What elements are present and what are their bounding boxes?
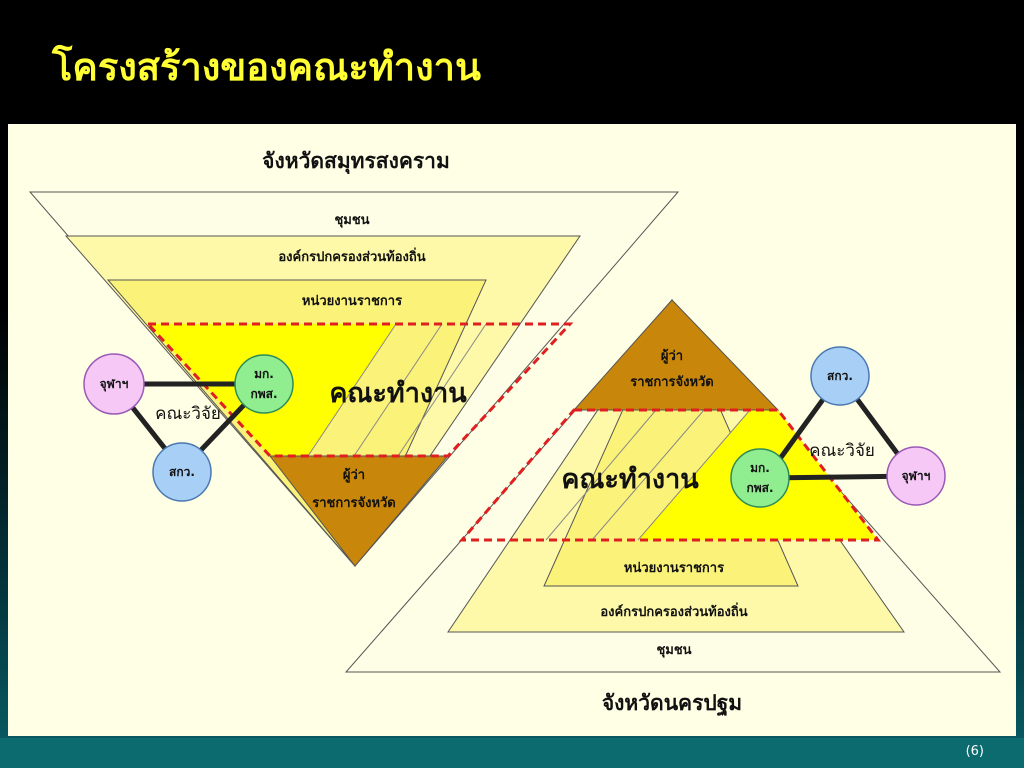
left-working-group-label: คณะทำงาน: [329, 378, 467, 409]
right-layer-agency-label: หน่วยงานราชการ: [624, 561, 724, 576]
right-node-skw-label: สกว.: [827, 369, 853, 383]
left-stripe-line: [397, 323, 487, 457]
left-node-mk: [234, 354, 294, 414]
footer-bar: [0, 738, 1024, 768]
right-layer-local-gov-label: องค์กรปกครองส่วนท้องถิ่น: [600, 602, 747, 620]
right-research-team-label: คณะวิจัย: [809, 441, 875, 461]
left-stripe-line: [353, 323, 443, 457]
left-node-mk-label-2: กพส.: [250, 387, 277, 401]
left-province-label: จังหวัดสมุทรสงคราม: [262, 148, 450, 175]
page-number: (6): [965, 744, 984, 759]
left-working-group-frame: [144, 322, 574, 458]
left-layer-local-gov-label: องค์กรปกครองส่วนท้องถิ่น: [278, 247, 425, 265]
left-node-skw-label: สกว.: [169, 465, 195, 479]
left-governor-label-2: ราชการจังหวัด: [312, 496, 396, 511]
right-node-mk: [730, 448, 790, 508]
right-node-skw: [810, 346, 870, 406]
right-node-chula: [886, 446, 946, 506]
right-node-mk-label-2: กพส.: [746, 481, 773, 495]
right-layer-community-label: ชุมชน: [656, 643, 691, 658]
slide-title: โครงสร้างของคณะทำงาน: [52, 44, 481, 89]
left-node-mk-label-1: มก.: [254, 367, 274, 381]
right-working-group-frame: [458, 408, 882, 542]
left-layer-community-label: ชุมชน: [334, 213, 369, 228]
left-research-network: คณะวิจัย จุฬาฯ มก. กพส. สกว.: [83, 353, 294, 502]
right-province-label: จังหวัดนครปฐม: [602, 690, 742, 717]
right-research-network: คณะวิจัย สกว. มก. กพส. จุฬาฯ: [730, 346, 946, 508]
left-stripe-line: [307, 323, 397, 457]
right-working-group-label: คณะทำงาน: [561, 464, 699, 495]
right-governor-label-1: ผู้ว่า: [661, 348, 683, 364]
left-research-team-label: คณะวิจัย: [155, 404, 221, 424]
right-node-chula-label: จุฬาฯ: [902, 469, 931, 484]
right-stripe-line: [545, 409, 657, 541]
left-governor-label-1: ผู้ว่า: [343, 467, 365, 483]
right-governor-label-2: ราชการจังหวัด: [630, 375, 714, 390]
right-stripe-line: [591, 409, 705, 541]
right-governor-shape: [572, 299, 780, 411]
right-node-mk-label-1: มก.: [750, 461, 770, 475]
structure-diagram: ชุมชน องค์กรปกครองส่วนท้องถิ่น หน่วยงานร…: [28, 148, 1002, 717]
right-stripe-line: [637, 409, 751, 541]
left-node-skw: [152, 442, 212, 502]
left-node-chula: [83, 353, 145, 415]
left-node-chula-label: จุฬาฯ: [100, 377, 129, 392]
left-pyramid: ชุมชน องค์กรปกครองส่วนท้องถิ่น หน่วยงานร…: [28, 191, 680, 567]
left-layer-agency-label: หน่วยงานราชการ: [302, 294, 402, 309]
